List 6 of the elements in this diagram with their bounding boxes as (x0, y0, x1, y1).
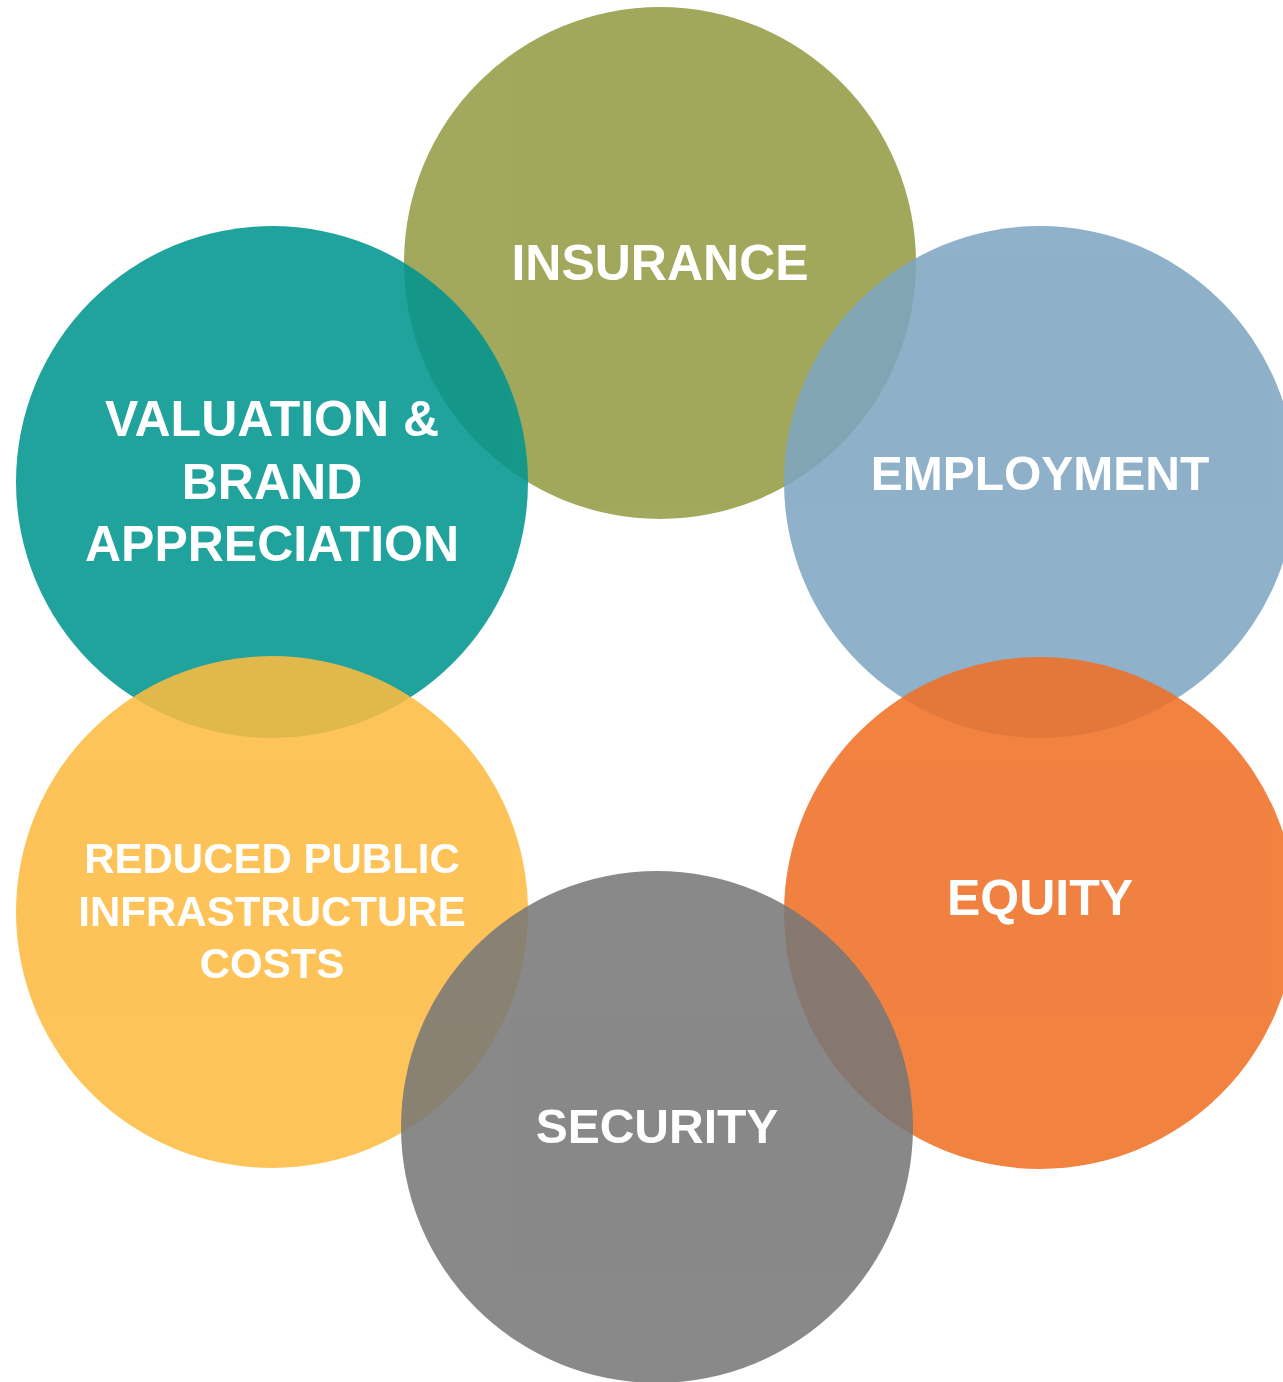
circle-label: EQUITY (946, 868, 1134, 928)
circle-label: EMPLOYMENT (870, 446, 1210, 502)
circle-label: REDUCED PUBLIC INFRASTRUCTURE COSTS (77, 834, 467, 990)
circle-label: VALUATION & BRAND APPRECIATION (83, 390, 461, 575)
circle-label: SECURITY (535, 1099, 779, 1155)
circle-label: INSURANCE (511, 233, 809, 293)
